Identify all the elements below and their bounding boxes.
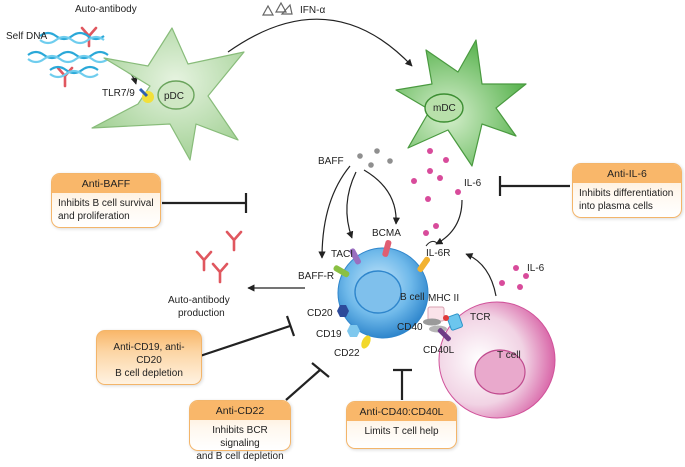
bcma-label: BCMA [372, 228, 401, 239]
anti-il6-line1: Inhibits differentiation [579, 188, 674, 199]
anti-baff-box: Anti-BAFF Inhibits B cell survival and p… [51, 173, 161, 228]
anti-cd19-cd20-line1: Anti-CD19, anti-CD20 [113, 342, 185, 366]
b-cell-nucleus [354, 270, 402, 314]
anti-baff-line2: and proliferation [58, 211, 130, 222]
tcr-label: TCR [470, 312, 491, 323]
anti-cd22-line2: and B cell depletion [196, 451, 284, 462]
pdc-to-mdc-arrow [227, 18, 413, 67]
anti-cd22-box: Anti-CD22 Inhibits BCR signaling and B c… [189, 400, 291, 462]
auto-antibody-production-line1: Auto-antibody [168, 295, 230, 306]
anti-cd40-box: Anti-CD40:CD40L Limits T cell help [346, 401, 457, 449]
il6-dots [411, 148, 461, 236]
anti-cd40-title: Anti-CD40:CD40L [347, 402, 456, 421]
anti-il6-line2: into plasma cells [579, 201, 653, 212]
mhc-ii-label: MHC II [428, 293, 459, 304]
baff-arrows [318, 165, 400, 259]
cd20-label: CD20 [307, 308, 333, 319]
tcr-molecule [447, 313, 463, 331]
cd40-label: CD40 [397, 322, 423, 333]
il6-label-top: IL-6 [464, 178, 482, 189]
baff-r-receptor [333, 265, 350, 278]
self-dna-label: Self DNA [6, 31, 47, 42]
anti-il6-box: Anti-IL-6 Inhibits differentiation into … [572, 163, 682, 218]
baff-label: BAFF [318, 156, 344, 167]
anti-il6-title: Anti-IL-6 [573, 164, 681, 183]
cd40l-molecule [437, 328, 451, 342]
mhc-peptide [443, 315, 449, 321]
self-dna-icon [27, 31, 109, 79]
il6r-label: IL-6R [426, 248, 450, 259]
b-cell-label: B cell [400, 292, 424, 303]
il6-arrows [435, 199, 497, 297]
ifn-alpha-icon [261, 1, 293, 16]
cd19-marker [347, 325, 360, 337]
anti-cd22-line1: Inhibits BCR signaling [212, 425, 268, 449]
il6-dots-right [499, 265, 529, 290]
pdc-nucleus [157, 80, 195, 110]
cd19-label: CD19 [316, 329, 342, 340]
baff-r-label: BAFF-R [298, 271, 334, 282]
auto-antibody-label: Auto-antibody [75, 4, 137, 15]
t-cell-nucleus [474, 349, 526, 395]
anti-cd19-cd20-box: Anti-CD19, anti-CD20 B cell depletion [96, 330, 202, 385]
baff-dots [357, 148, 393, 168]
cd22-marker [361, 335, 371, 349]
il6-receptor-arc [425, 240, 439, 247]
taci-receptor [349, 248, 361, 265]
inhibition-lines [162, 176, 570, 401]
ifn-alpha-label: IFN-α [300, 5, 325, 16]
tlr79-label: TLR7/9 [102, 88, 135, 99]
anti-baff-title: Anti-BAFF [52, 174, 160, 193]
bcma-receptor [382, 240, 392, 257]
tlr79-receptor [138, 87, 154, 103]
t-cell-label: T cell [497, 350, 521, 361]
cd22-label: CD22 [334, 348, 360, 359]
anti-baff-line1: Inhibits B cell survival [58, 198, 154, 209]
auto-antibody-production-line2: production [178, 308, 225, 319]
mdc-nucleus [424, 93, 464, 123]
mdc-label: mDC [433, 103, 456, 114]
pathway-diagram: Auto-antibody Self DNA TLR7/9 pDC IFN-α … [6, 1, 570, 419]
il6-label-right: IL-6 [527, 263, 545, 274]
produced-antibodies-icon [195, 230, 243, 284]
il6r-receptor [417, 256, 431, 273]
anti-cd19-cd20-line2: B cell depletion [115, 368, 183, 379]
anti-cd22-title: Anti-CD22 [190, 401, 290, 420]
pdc-label: pDC [164, 91, 184, 102]
cd20-marker [337, 305, 349, 317]
cd40-molecule [423, 318, 441, 326]
cd40l-label: CD40L [423, 345, 455, 356]
anti-cd40-line1: Limits T cell help [364, 426, 439, 437]
taci-label: TACI [331, 249, 353, 260]
